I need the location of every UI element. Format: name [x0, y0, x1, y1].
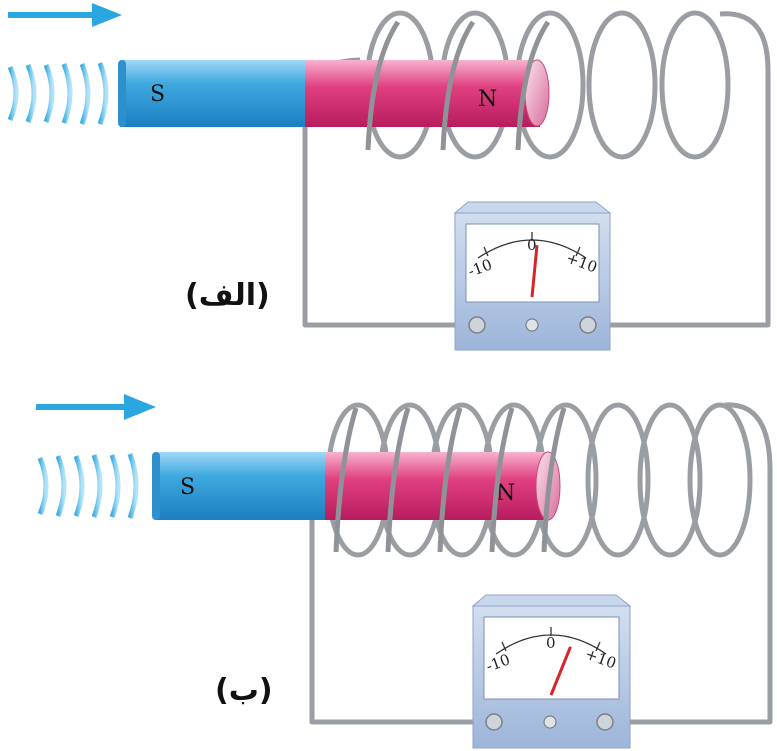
terminal-right [579, 316, 597, 334]
south-pole-label: S [150, 82, 165, 107]
motion-lines-icon [7, 62, 109, 125]
panel-a: S N -10 0 +10 (الف) [7, 3, 771, 351]
meter-zero-label: 0 [546, 634, 556, 652]
meter-zero-label: 0 [527, 236, 537, 254]
north-pole-label: N [478, 87, 497, 112]
coil-front [365, 20, 551, 151]
north-pole-label: N [496, 481, 515, 506]
terminal-left [468, 316, 486, 334]
meter-needle [530, 245, 539, 298]
galvanometer: -10 0 +10 [453, 201, 612, 351]
south-pole-label: S [180, 475, 195, 500]
meter-needle [549, 646, 572, 696]
panel-b: S N -10 0 +10 (ب) [36, 394, 773, 749]
motion-arrow-icon [36, 394, 156, 420]
terminal-left [485, 713, 503, 731]
motion-arrow-icon [8, 3, 122, 27]
motion-lines-icon [37, 453, 139, 519]
terminal-middle [525, 318, 539, 332]
panel-a-caption: (الف) [185, 278, 270, 313]
coil-front [333, 407, 567, 553]
bar-magnet: S N [118, 59, 550, 127]
bar-magnet: S N [152, 451, 561, 521]
galvanometer: -10 0 +10 [471, 594, 632, 749]
panel-b-caption: (ب) [215, 673, 273, 708]
terminal-right [596, 713, 614, 731]
terminal-middle [543, 715, 557, 729]
